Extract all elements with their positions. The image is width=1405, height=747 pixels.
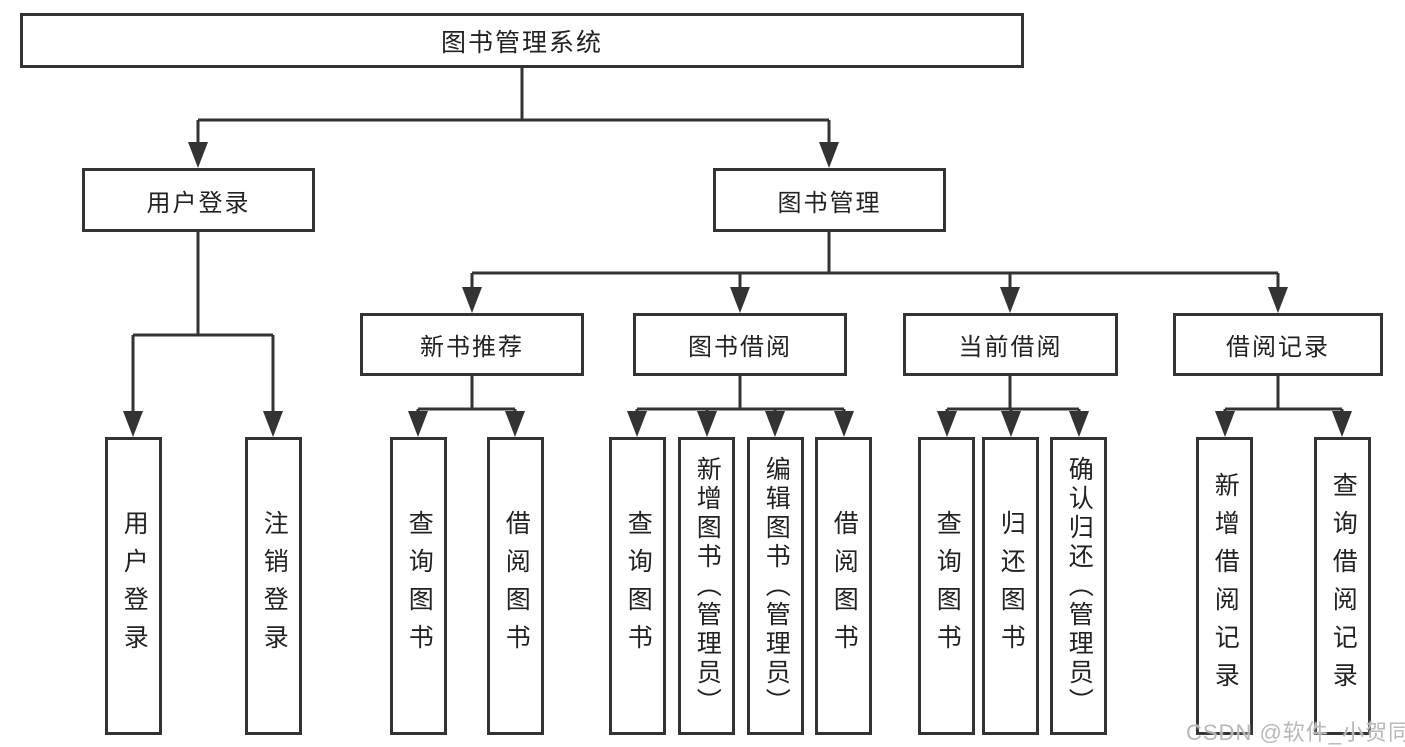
node-book-borrowing: 图书借阅	[633, 313, 847, 376]
leaf-borrow-books-borrowing: 借阅图书	[815, 437, 872, 735]
node-new-book-recommendation: 新书推荐	[360, 313, 584, 376]
leaf-query-books-borrowing: 查询图书	[609, 437, 666, 735]
leaf-label: 新增图书（管理员）	[693, 455, 722, 717]
arrowhead-icon	[408, 411, 428, 437]
arrowhead-icon	[1069, 411, 1089, 437]
leaf-label: 查询图书	[405, 510, 434, 662]
leaf-logout: 注销登录	[245, 437, 302, 735]
node-library-management-system: 图书管理系统	[20, 13, 1024, 68]
leaf-confirm-return-admin: 确认归还（管理员）	[1050, 437, 1107, 735]
leaf-label: 用户登录	[120, 510, 149, 662]
arrowhead-icon	[730, 287, 750, 313]
arrowhead-icon	[263, 411, 283, 437]
leaf-label: 归还图书	[997, 510, 1026, 662]
leaf-return-books: 归还图书	[982, 437, 1039, 735]
leaf-label: 确认归还（管理员）	[1065, 455, 1094, 717]
arrowhead-icon	[819, 142, 839, 168]
arrowhead-icon	[1268, 287, 1288, 313]
leaf-label: 注销登录	[260, 510, 289, 662]
leaf-label: 新增借阅记录	[1211, 472, 1240, 700]
leaf-borrow-books-recommendation: 借阅图书	[487, 437, 544, 735]
leaf-label: 借阅图书	[830, 510, 859, 662]
node-borrowing-records: 借阅记录	[1173, 313, 1383, 376]
leaf-query-borrow-record: 查询借阅记录	[1314, 437, 1371, 735]
leaf-edit-books-admin: 编辑图书（管理员）	[747, 437, 804, 735]
arrowhead-icon	[834, 411, 854, 437]
leaf-label: 查询图书	[624, 510, 653, 662]
arrowhead-icon	[505, 411, 525, 437]
arrowhead-icon	[937, 411, 957, 437]
node-user-login: 用户登录	[82, 168, 315, 232]
arrowhead-icon	[1215, 411, 1235, 437]
leaf-label: 借阅图书	[502, 510, 531, 662]
arrowhead-icon	[462, 287, 482, 313]
leaf-label: 查询图书	[933, 510, 962, 662]
arrowhead-icon	[1000, 287, 1020, 313]
arrowhead-icon	[627, 411, 647, 437]
arrowhead-icon	[765, 411, 785, 437]
leaf-add-borrow-record: 新增借阅记录	[1196, 437, 1253, 735]
arrowhead-icon	[188, 142, 208, 168]
arrowhead-icon	[1001, 411, 1021, 437]
arrowheads	[123, 142, 1352, 437]
arrowhead-icon	[123, 411, 143, 437]
leaf-user-login: 用户登录	[105, 437, 162, 735]
leaf-add-books-admin: 新增图书（管理员）	[678, 437, 735, 735]
watermark-text: CSDN @软件_小贺同学	[1186, 720, 1405, 745]
node-book-management: 图书管理	[713, 168, 946, 232]
node-current-borrowing: 当前借阅	[903, 313, 1118, 376]
leaf-label: 查询借阅记录	[1329, 472, 1358, 700]
leaf-query-books-recommendation: 查询图书	[390, 437, 447, 735]
arrowhead-icon	[1332, 411, 1352, 437]
arrowhead-icon	[697, 411, 717, 437]
leaf-query-books-current: 查询图书	[918, 437, 975, 735]
leaf-label: 编辑图书（管理员）	[762, 455, 791, 717]
